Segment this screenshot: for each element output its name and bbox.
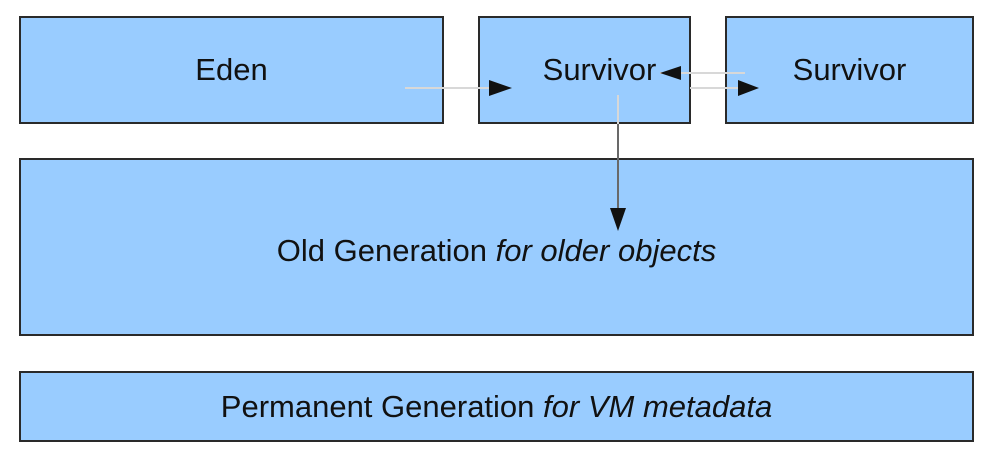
permanent-generation-box: Permanent Generation for VM metadata (19, 371, 974, 442)
permanent-generation-note: for VM metadata (543, 388, 773, 424)
survivor-2-label: Survivor (792, 52, 907, 87)
old-generation-note: for older objects (495, 233, 717, 268)
survivor-space-2-box: Survivor (725, 16, 974, 124)
eden-space-box: Eden (19, 16, 444, 124)
survivor-1-label: Survivor (542, 52, 657, 87)
old-generation-box: Old Generation for older objects (19, 158, 974, 336)
survivor-space-1-box: Survivor (478, 16, 691, 124)
permanent-generation-label: Permanent Generation (220, 388, 535, 424)
permanent-generation-text: Permanent Generation for VM metadata (221, 389, 772, 425)
old-generation-text: Old Generation for older objects (277, 233, 716, 269)
eden-label: Eden (195, 52, 268, 87)
old-generation-label: Old Generation (276, 233, 488, 268)
